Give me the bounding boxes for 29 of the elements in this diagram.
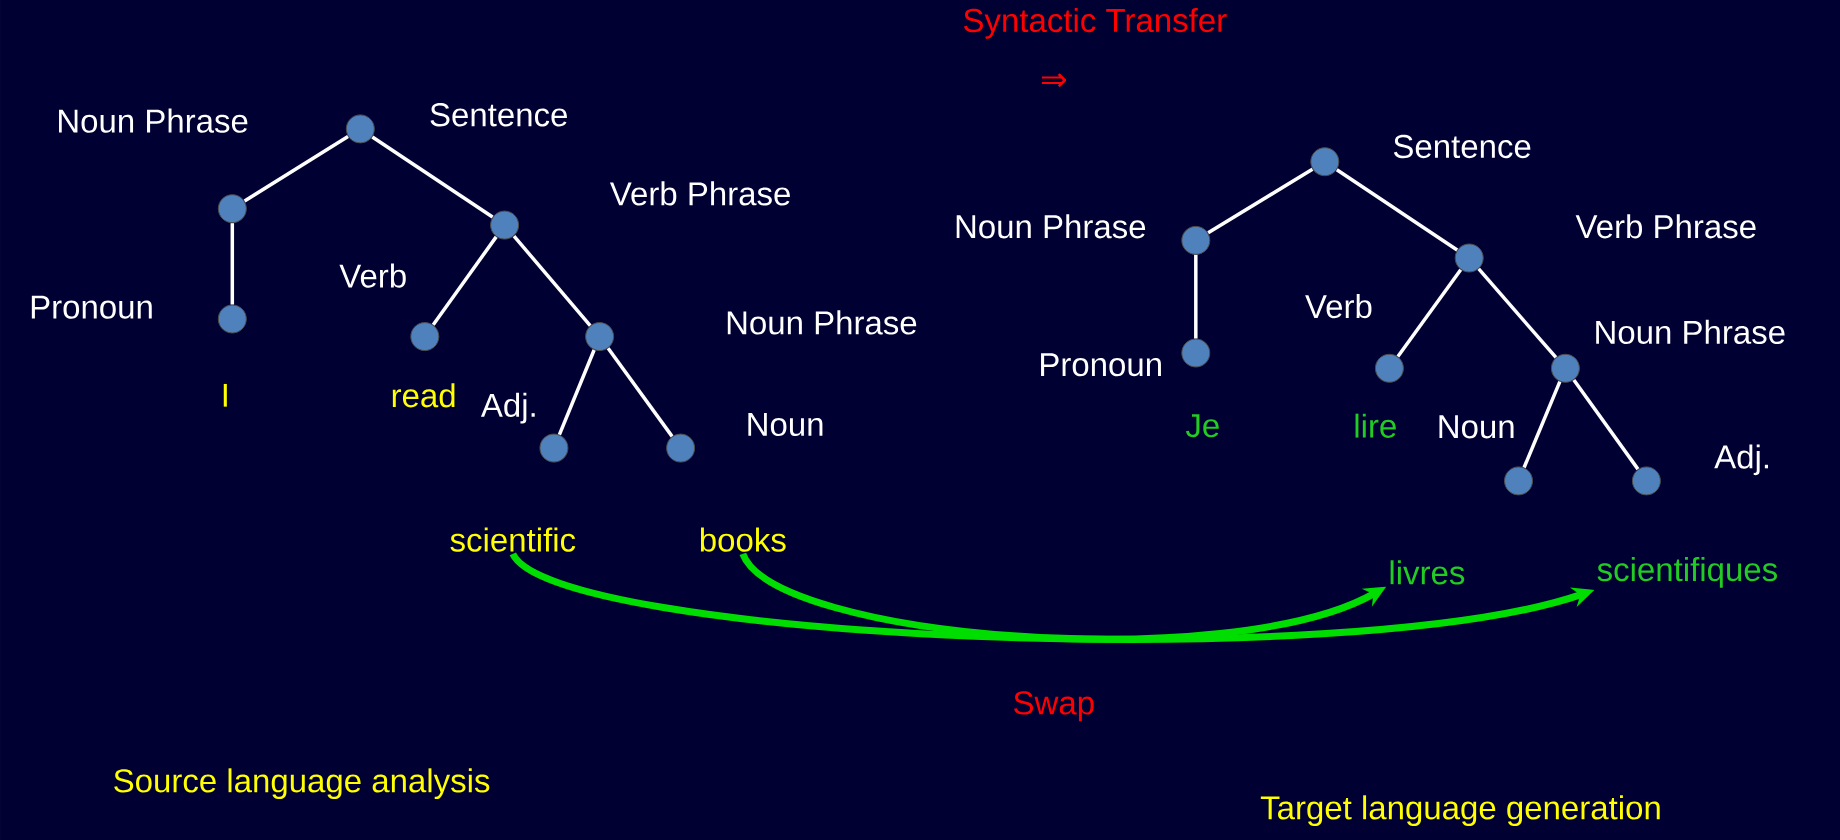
node-label: Noun [748,413,823,437]
node-label: Noun Phrase [1596,319,1785,344]
node-label: Noun [1439,415,1514,439]
node-label: Noun Phrase [59,108,248,133]
text-label: lire [1355,413,1396,438]
node-label: Noun Phrase [956,214,1146,239]
node-label: Verb [1305,293,1372,319]
node-label: Verb [339,263,406,288]
node-label: Adj. [1714,444,1768,476]
word-label: books [700,527,786,552]
word-label: scientific [450,527,576,552]
text-label: I [223,383,227,407]
text-label: Target language generation [1260,795,1660,827]
node-label: Sentence [430,103,567,127]
node-label: Pronoun [1041,353,1161,377]
node-label: Pronoun [31,295,152,319]
node-label: Noun Phrase [727,310,917,335]
text-label: Source language analysis [114,768,490,800]
node-label: Verb Phrase [1575,214,1756,239]
node-label: Verb Phrase [609,181,790,206]
text-label: Je [1185,414,1219,438]
node-label: Adj. [480,392,535,424]
text-label: Swap [1014,691,1094,722]
node-label: Sentence [1393,134,1531,159]
word-label: scientifiques [1597,557,1777,588]
title: Syntactic Transfer [963,7,1227,39]
word-label: livres [1390,560,1465,585]
text-label: read [392,383,455,408]
text-label: ⇒ [1041,73,1066,88]
